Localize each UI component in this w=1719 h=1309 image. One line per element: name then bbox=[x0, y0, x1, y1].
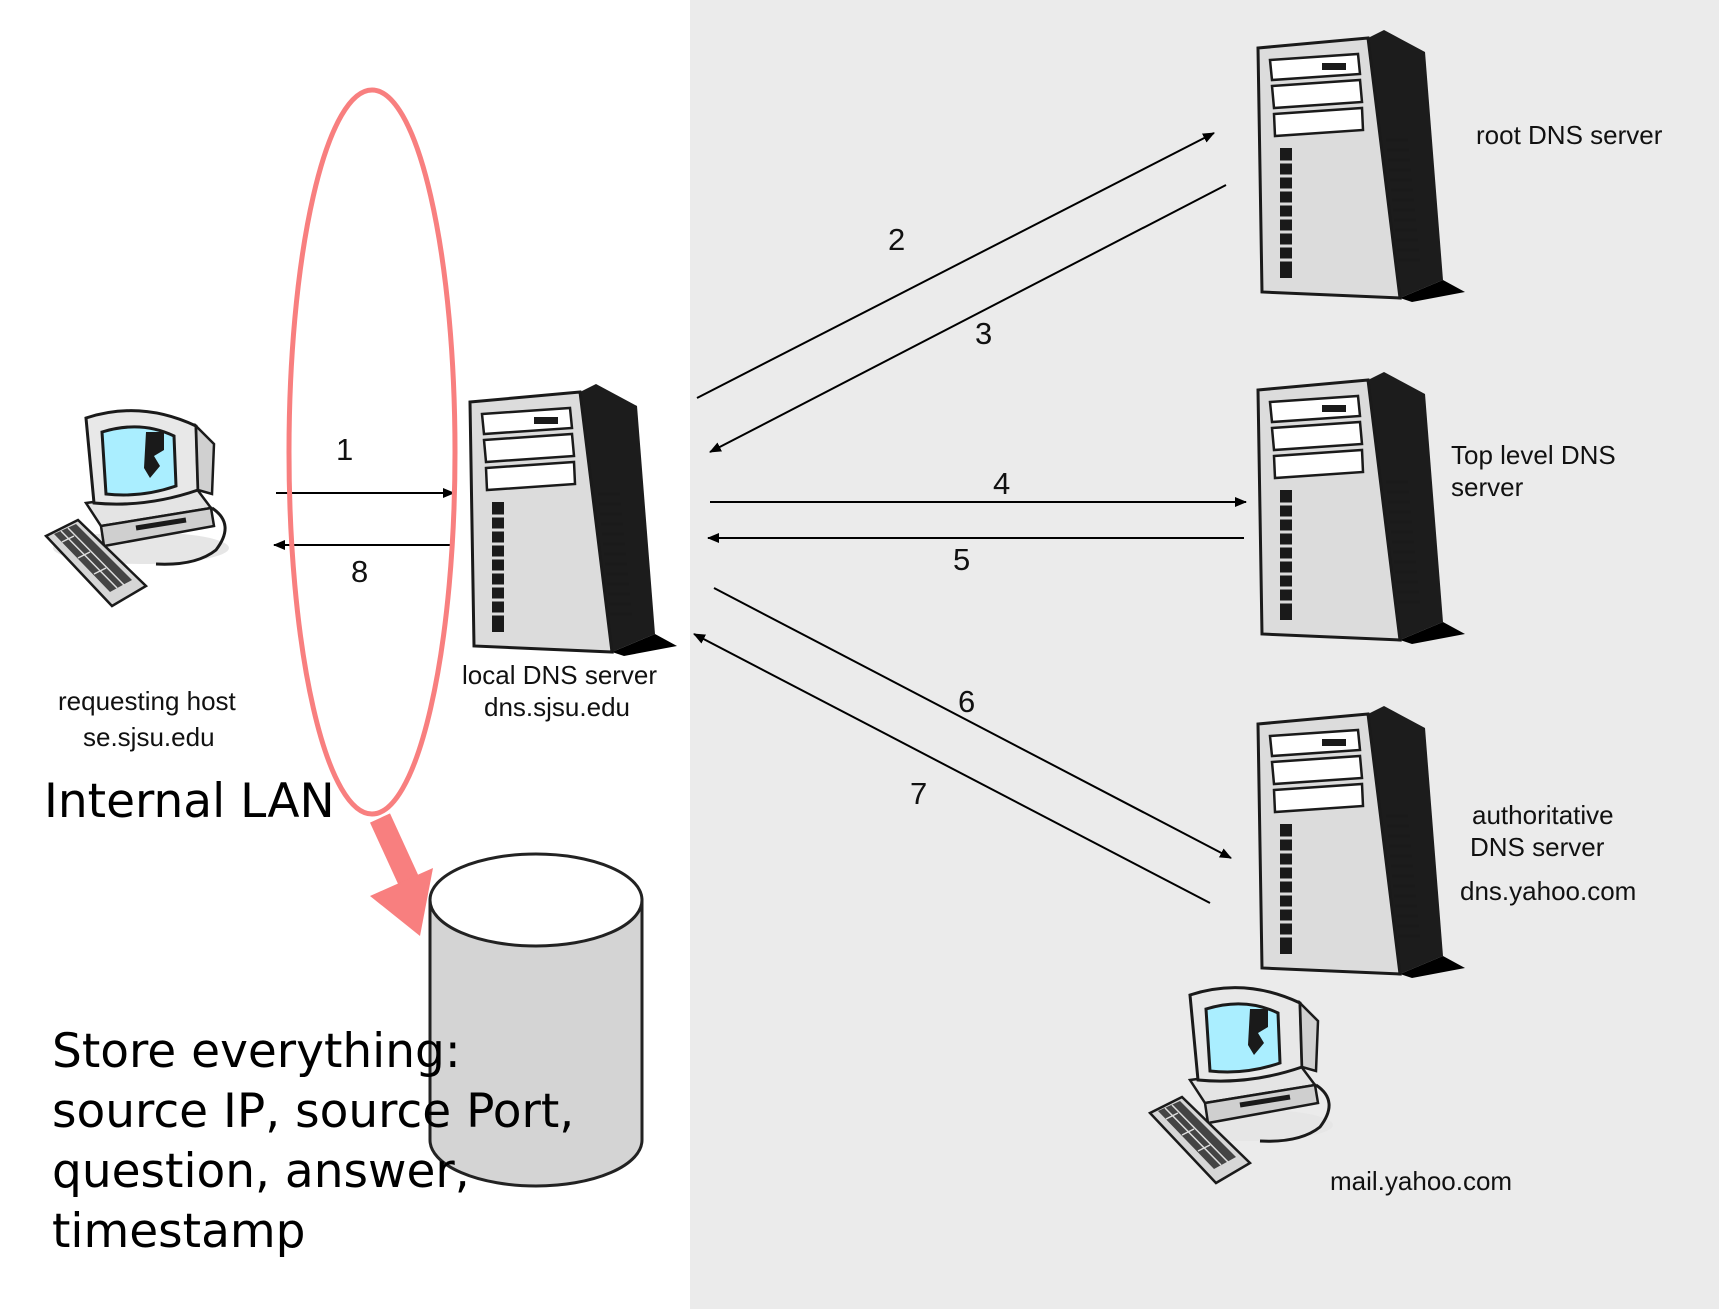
step-label-5: 5 bbox=[953, 542, 971, 577]
lan-to-database-arrow bbox=[369, 813, 433, 936]
requesting-host-computer-icon bbox=[46, 411, 229, 606]
database-cylinder-icon bbox=[428, 852, 644, 1188]
auth-dns-domain: dns.yahoo.com bbox=[1460, 876, 1637, 906]
internal-lan-highlight-ellipse bbox=[286, 87, 458, 817]
internal-lan-label: Internal LAN bbox=[44, 774, 335, 829]
tld-dns-label: Top level DNS bbox=[1451, 440, 1616, 470]
auth-dns-label-2: DNS server bbox=[1470, 832, 1605, 862]
step-label-7: 7 bbox=[910, 776, 928, 811]
step-label-2: 2 bbox=[888, 222, 906, 257]
step-label-4: 4 bbox=[993, 466, 1011, 501]
requesting-host-domain: se.sjsu.edu bbox=[83, 722, 215, 752]
mail-host-domain: mail.yahoo.com bbox=[1330, 1166, 1513, 1196]
step-label-6: 6 bbox=[958, 684, 976, 719]
tld-dns-label-2: server bbox=[1451, 472, 1524, 502]
local-dns-label: local DNS server bbox=[462, 660, 658, 690]
arrow-step-7 bbox=[693, 633, 1211, 904]
step-label-1: 1 bbox=[336, 432, 354, 467]
store-everything-line-2: source IP, source Port, bbox=[52, 1084, 575, 1139]
arrow-step-3 bbox=[709, 184, 1227, 453]
root-dns-label: root DNS server bbox=[1476, 120, 1663, 150]
arrow-step-2 bbox=[696, 132, 1215, 399]
step-label-3: 3 bbox=[975, 316, 993, 351]
store-everything-line-3: question, answer, bbox=[52, 1144, 470, 1199]
local-dns-domain: dns.sjsu.edu bbox=[484, 692, 630, 722]
local-dns-server-icon bbox=[468, 382, 679, 658]
store-everything-line-4: timestamp bbox=[52, 1204, 306, 1259]
arrow-step-6 bbox=[713, 587, 1232, 859]
requesting-host-label: requesting host bbox=[58, 686, 236, 716]
store-everything-line-1: Store everything: bbox=[52, 1024, 461, 1079]
step-label-8: 8 bbox=[351, 554, 369, 589]
auth-dns-label: authoritative bbox=[1472, 800, 1614, 830]
